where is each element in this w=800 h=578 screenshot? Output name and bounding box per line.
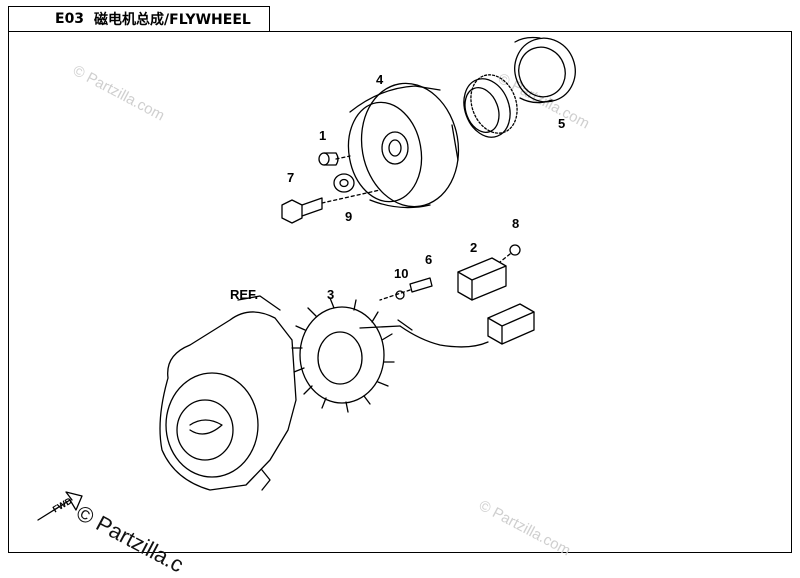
part-10-washer — [395, 290, 405, 300]
top-border — [270, 31, 792, 32]
part-7-bolt — [281, 189, 381, 224]
callout-9: 9 — [345, 209, 353, 224]
callout-4: 4 — [376, 72, 384, 87]
part-3-stator — [291, 297, 401, 413]
callout-1: 1 — [319, 128, 327, 143]
wire-harness — [397, 303, 535, 348]
part-1-bolt — [318, 152, 351, 166]
fwd-arrow — [37, 491, 83, 521]
diagram-title: 磁电机总成/FLYWHEEL — [94, 12, 251, 28]
crankcase-cover — [159, 295, 297, 491]
outer-border — [8, 31, 792, 553]
callout-ref: REF. — [230, 287, 259, 302]
callout-6: 6 — [425, 252, 433, 267]
callout-3: 3 — [327, 287, 335, 302]
part-2-pulser — [457, 257, 507, 301]
callout-7: 7 — [287, 170, 295, 185]
part-8-screw — [499, 244, 521, 263]
callout-8: 8 — [512, 216, 520, 231]
diagram-code: E03 — [55, 11, 85, 27]
diagram-frame: E03 磁电机总成/FLYWHEEL © Partzilla.com © Par… — [8, 6, 792, 577]
callout-10: 10 — [394, 266, 409, 281]
part-6-bolt — [379, 277, 433, 301]
clutch-bearing — [463, 74, 518, 138]
callout-5: 5 — [558, 116, 566, 131]
part-9-washer — [333, 173, 355, 193]
part-5-ring — [514, 36, 576, 104]
callout-2: 2 — [470, 240, 478, 255]
exploded-view-drawing — [37, 36, 576, 521]
diagram-title-box: E03 磁电机总成/FLYWHEEL — [8, 6, 270, 32]
part-4-flywheel — [347, 82, 460, 209]
